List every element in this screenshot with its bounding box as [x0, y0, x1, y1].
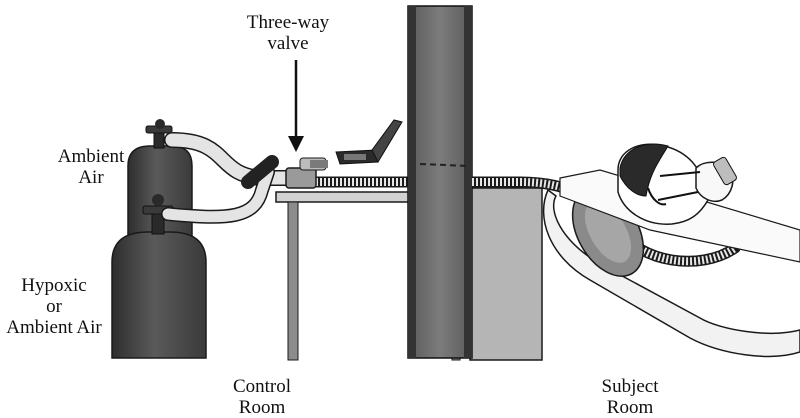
valve-label-line-1: Three-way	[246, 12, 330, 33]
arrow-down-icon	[288, 60, 304, 152]
three-way-valve-label: Three-way valve	[238, 12, 338, 54]
face-mask-icon	[657, 156, 737, 202]
ambient-label-line-2: Air	[78, 167, 104, 188]
hypoxic-label-line-3: Ambient Air	[6, 317, 102, 338]
three-way-valve	[285, 157, 328, 189]
subject-label-line-1: Subject	[601, 376, 659, 397]
ambient-air-label: Ambient Air	[50, 146, 132, 188]
hypoxic-air-label: Hypoxic or Ambient Air	[0, 275, 108, 338]
control-room-label: Control Room	[212, 376, 312, 418]
subject-label-line-2: Room	[606, 397, 654, 418]
subject-room-label: Subject Room	[580, 376, 680, 418]
valve-label-line-2: valve	[267, 33, 309, 54]
hypoxic-label-line-1: Hypoxic	[21, 275, 87, 296]
dividing-wall	[407, 5, 473, 359]
hypoxic-label-line-2: or	[46, 296, 62, 317]
subject-head	[617, 143, 709, 225]
control-label-line-1: Control	[232, 376, 292, 397]
hypoxic-air-cylinder	[111, 194, 207, 359]
ambient-label-line-1: Ambient	[57, 146, 125, 167]
control-label-line-2: Room	[238, 397, 286, 418]
subject-side-cabinet	[469, 187, 543, 361]
laptop-icon	[335, 119, 403, 165]
